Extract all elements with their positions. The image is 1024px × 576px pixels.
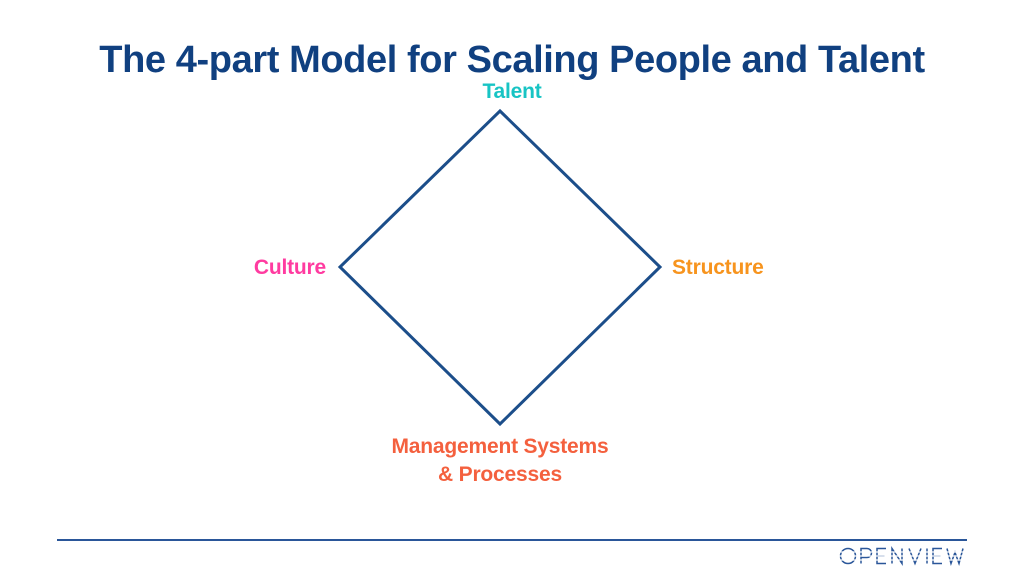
node-label-structure: Structure <box>672 256 764 279</box>
node-label-talent: Talent <box>482 80 542 103</box>
page-title: The 4-part Model for Scaling People and … <box>99 39 925 82</box>
footer-divider <box>57 539 967 541</box>
node-label-culture: Culture <box>253 256 326 279</box>
node-label-management-systems-processes: Management Systems & Processes <box>391 435 609 486</box>
diamond-shape-icon <box>337 108 663 427</box>
openview-wordmark-icon <box>838 546 968 566</box>
four-part-model-diagram: Talent Culture Structure Management Syst… <box>253 80 764 486</box>
openview-logo <box>838 544 968 568</box>
diamond-outline <box>337 108 663 427</box>
